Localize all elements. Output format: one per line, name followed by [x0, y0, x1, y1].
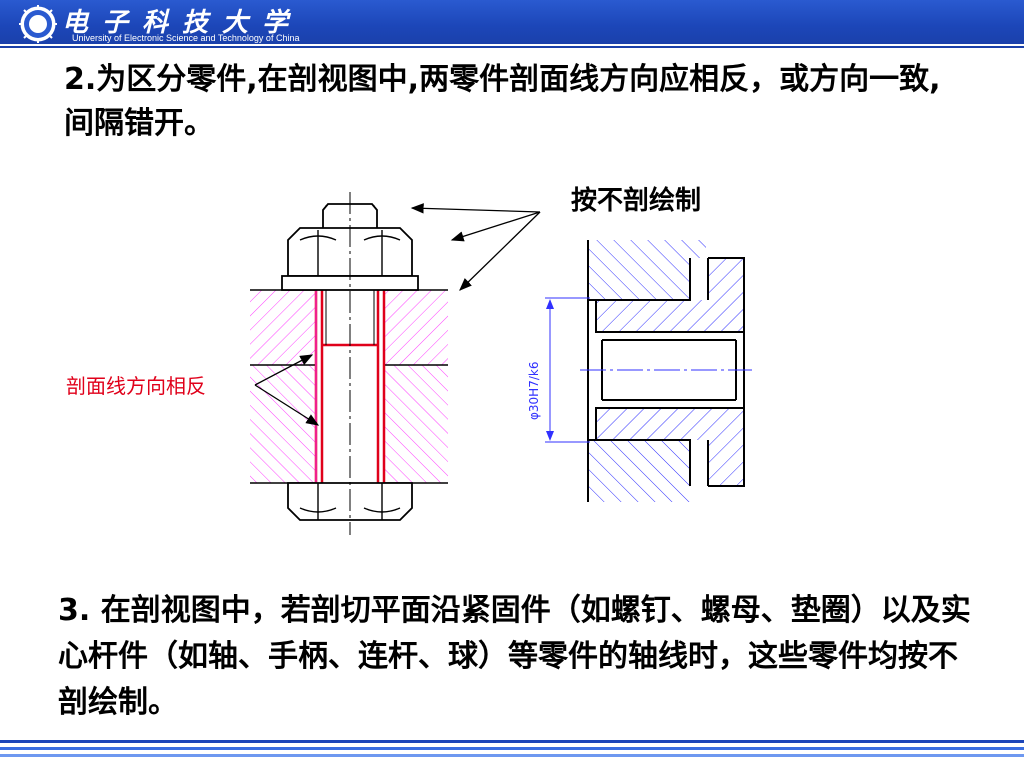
- bushing-assembly: [545, 240, 752, 502]
- upper-plate-left: [250, 290, 316, 365]
- upper-plate-right: [384, 290, 448, 365]
- lower-plate-right: [384, 365, 448, 483]
- dimension-lines: [545, 297, 590, 443]
- point-3-text: 3. 在剖视图中，若剖切平面沿紧固件（如螺钉、螺母、垫圈）以及实心杆件（如轴、手…: [58, 593, 971, 720]
- point-2-text: 2.为区分零件,在剖视图中,两零件剖面线方向应相反，或方向一致,间隔错开。: [64, 62, 941, 141]
- annotation-arrows: [254, 203, 541, 426]
- header-banner: 电子科技大学 University of Electronic Science …: [0, 0, 1024, 48]
- footer-stripes: [0, 738, 1024, 768]
- university-logo-icon: [19, 5, 57, 43]
- dimension-label: φ30H7/k6: [527, 361, 541, 420]
- label-not-sectioned: 按不剖绘制: [571, 186, 702, 216]
- label-opposite-hatch: 剖面线方向相反: [66, 374, 206, 398]
- university-name-en: University of Electronic Science and Tec…: [72, 33, 300, 43]
- university-name-cn: 电子科技大学: [62, 8, 303, 38]
- bolt-assembly: [250, 192, 448, 535]
- lower-plate-left: [250, 365, 316, 483]
- header-stripe: [0, 44, 1024, 46]
